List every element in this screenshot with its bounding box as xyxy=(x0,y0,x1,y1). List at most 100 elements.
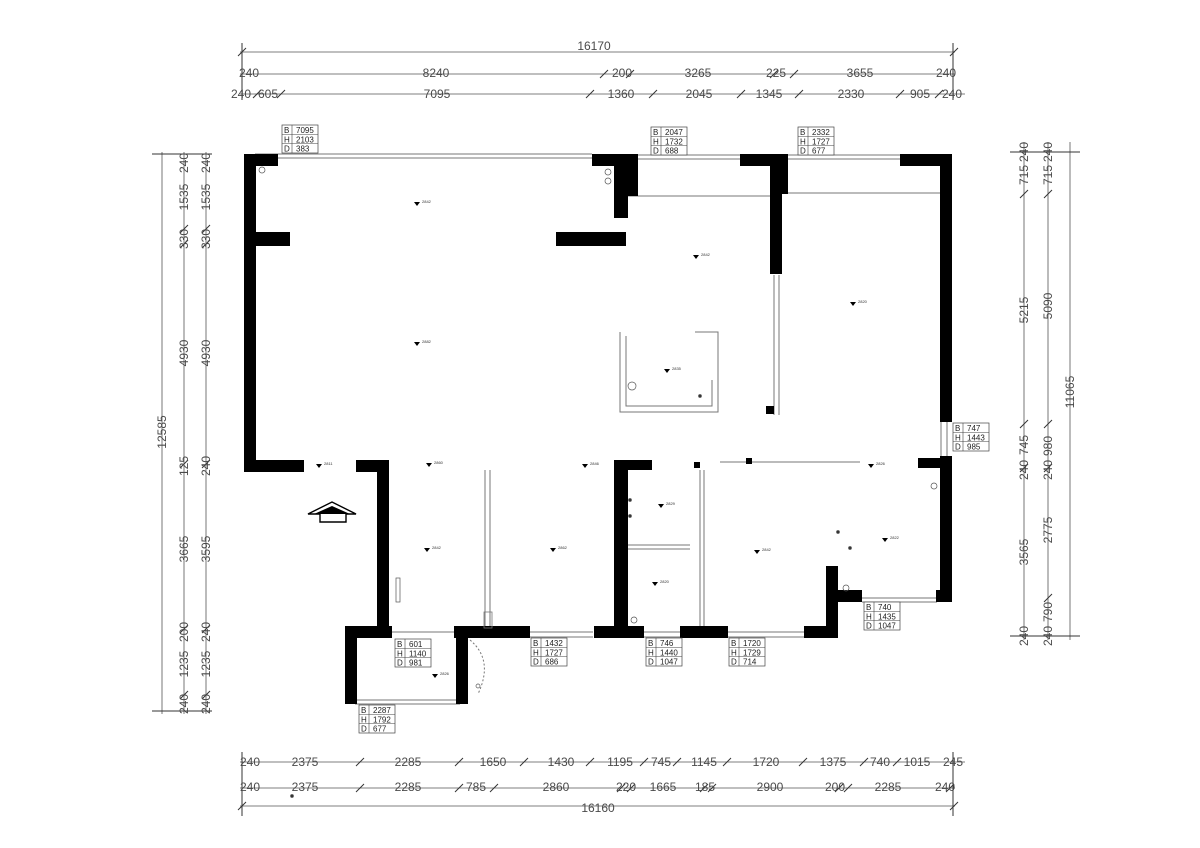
height-mark: 2842 xyxy=(754,547,772,554)
height-mark: 2822 xyxy=(882,535,900,542)
dim-label: 3565 xyxy=(1017,538,1031,565)
dim-label: 2860 xyxy=(543,780,570,794)
window-tag-key: H xyxy=(648,648,654,657)
window-tag-value: 746 xyxy=(660,639,674,648)
mark-label: 2846 xyxy=(590,461,600,466)
window-tag-frame xyxy=(863,601,901,631)
dim-label: 240 xyxy=(239,66,259,80)
height-mark: 2842 xyxy=(414,199,432,206)
dim-label: 240 xyxy=(1017,626,1031,646)
dim-label: 125 xyxy=(177,456,191,476)
window-tag-frame xyxy=(797,126,835,156)
dim-label: 1145 xyxy=(691,755,717,769)
mark-label: 2829 xyxy=(666,501,676,506)
window-tag-key: D xyxy=(653,147,659,156)
dim-label: 1360 xyxy=(608,87,635,101)
window-tag-frame xyxy=(645,637,683,667)
height-mark: 2862 xyxy=(550,545,568,552)
dim-label: 240 xyxy=(942,87,962,101)
dim-label: 2330 xyxy=(838,87,865,101)
dim-label: 220 xyxy=(616,780,636,794)
dim-label: 225 xyxy=(766,66,786,80)
window-tag-value: 7095 xyxy=(296,126,314,135)
dim-label: 3655 xyxy=(847,66,874,80)
mark-label: 2842 xyxy=(762,547,772,552)
dim-label: 1535 xyxy=(199,183,213,210)
dim-label: 785 xyxy=(466,780,486,794)
dim-label: 240 xyxy=(231,87,251,101)
mark-label: 2842 xyxy=(701,252,711,257)
dim-label: 330 xyxy=(199,229,213,249)
height-mark: 2835 xyxy=(664,366,682,373)
bottom-dimensions: 240 2375 2285 1650 1430 1195 745 1145 17… xyxy=(237,752,965,816)
dim-label: 330 xyxy=(177,229,191,249)
window-tag-key: D xyxy=(955,443,961,452)
window-tag-key: D xyxy=(533,658,539,667)
window-tag-key: H xyxy=(955,433,961,442)
mark-label: 2820 xyxy=(858,299,868,304)
window-tag-key: B xyxy=(955,424,960,433)
window-tag-value: 2332 xyxy=(812,128,830,137)
dim-label: 3265 xyxy=(685,66,712,80)
mark-label: 2822 xyxy=(890,535,900,540)
mark-label: 2826 xyxy=(440,671,450,676)
dim-label: 2900 xyxy=(757,780,784,794)
dim-label: 2375 xyxy=(292,755,319,769)
window-tag-frame xyxy=(952,422,990,452)
window-tag-key: B xyxy=(731,639,736,648)
dim-label: 1195 xyxy=(607,755,633,769)
dim-label: 200 xyxy=(177,622,191,642)
window-tag-value: 2047 xyxy=(665,128,683,137)
window-tag-value: 677 xyxy=(373,725,387,734)
dim-bottom-total: 16160 xyxy=(581,801,615,815)
window-tag-key: H xyxy=(866,612,872,621)
dim-label: 200 xyxy=(825,780,845,794)
window-tag-value: 1435 xyxy=(878,612,896,621)
window-tag-key: H xyxy=(284,135,290,144)
dim-right-total: 11065 xyxy=(1063,375,1077,408)
dim-top-row3: 240 605 7095 1360 2045 1345 2330 905 240 xyxy=(231,87,962,101)
dim-label: 5215 xyxy=(1017,296,1031,323)
dim-label: 4930 xyxy=(177,339,191,366)
window-tag-value: 747 xyxy=(967,424,981,433)
window-tag-value: 1727 xyxy=(812,137,830,146)
dim-label: 240 xyxy=(1041,460,1055,480)
walls xyxy=(244,153,952,705)
height-mark: 2820 xyxy=(850,299,868,306)
window-tag-value: 2103 xyxy=(296,135,314,144)
dim-label: 1015 xyxy=(904,755,931,769)
dim-left-b: 240 1535 330 4930 240 3595 240 1235 240 xyxy=(199,153,213,714)
window-tag-value: 688 xyxy=(665,147,679,156)
window-tag-value: 601 xyxy=(409,640,423,649)
dim-label: 240 xyxy=(1017,142,1031,162)
window-tag-value: 383 xyxy=(296,145,310,154)
dim-label: 8240 xyxy=(423,66,450,80)
fixture-symbols xyxy=(258,166,938,798)
window-tag-frame xyxy=(650,126,688,156)
dim-label: 240 xyxy=(199,694,213,714)
window-tag-key: B xyxy=(653,128,658,137)
dim-label: 240 xyxy=(177,694,191,714)
window-tag-value: 1727 xyxy=(545,648,563,657)
left-dimensions: 12585 240 1535 330 4930 125 3665 200 123… xyxy=(152,152,213,714)
top-dimensions: 16170 240 8240 200 3265 225 3655 240 240… xyxy=(231,39,965,101)
mark-label: 2820 xyxy=(660,579,670,584)
window-tag-key: B xyxy=(866,603,871,612)
dim-label: 240 xyxy=(1041,142,1055,162)
window-tag-value: 686 xyxy=(545,658,559,667)
window-tag-value: 1432 xyxy=(545,639,563,648)
window-tag-key: H xyxy=(361,715,367,724)
window-tag-key: B xyxy=(533,639,538,648)
window-tag-value: 1047 xyxy=(878,622,896,631)
window-tag-key: B xyxy=(397,640,402,649)
dim-label: 715 xyxy=(1041,165,1055,185)
dim-label: 790 xyxy=(1041,602,1055,622)
window-tag-value: 714 xyxy=(743,658,757,667)
window-tag-key: H xyxy=(533,648,539,657)
